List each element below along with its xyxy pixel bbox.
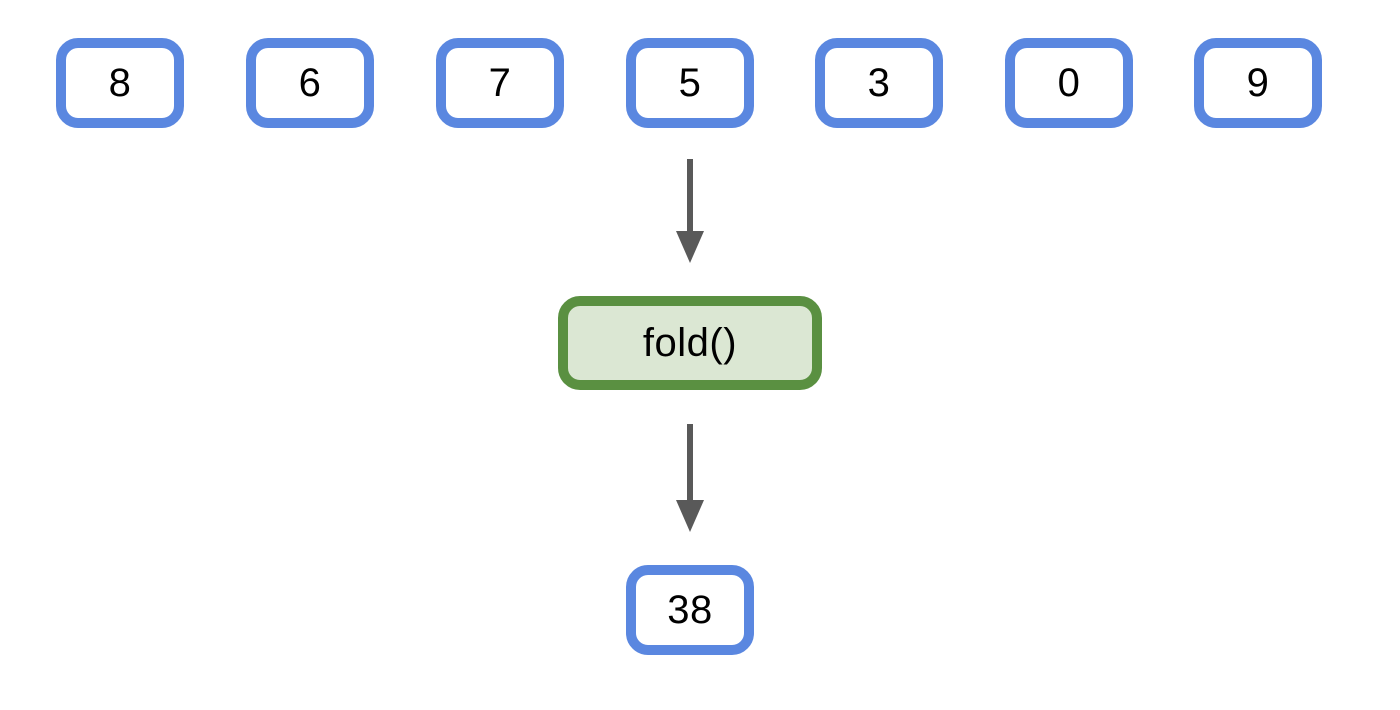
input-node-label: 7: [488, 61, 512, 105]
arrow-down-icon-inputs-to-fold: [676, 159, 704, 263]
input-node-label: 5: [678, 61, 702, 105]
result-node[interactable]: 38: [626, 565, 754, 655]
input-node-5[interactable]: 0: [1005, 38, 1133, 128]
input-node-0[interactable]: 8: [56, 38, 184, 128]
operation-node-label: fold(): [642, 321, 738, 365]
input-node-1[interactable]: 6: [246, 38, 374, 128]
input-node-label: 8: [108, 61, 132, 105]
input-node-label: 3: [867, 61, 891, 105]
input-node-3[interactable]: 5: [626, 38, 754, 128]
input-node-2[interactable]: 7: [436, 38, 564, 128]
input-node-4[interactable]: 3: [815, 38, 943, 128]
input-node-6[interactable]: 9: [1194, 38, 1322, 128]
input-node-label: 9: [1246, 61, 1270, 105]
input-node-label: 6: [298, 61, 322, 105]
result-node-label: 38: [667, 588, 713, 632]
arrow-down-icon-fold-to-result: [676, 424, 704, 532]
operation-node-fold[interactable]: fold(): [558, 296, 822, 390]
input-node-label: 0: [1057, 61, 1081, 105]
